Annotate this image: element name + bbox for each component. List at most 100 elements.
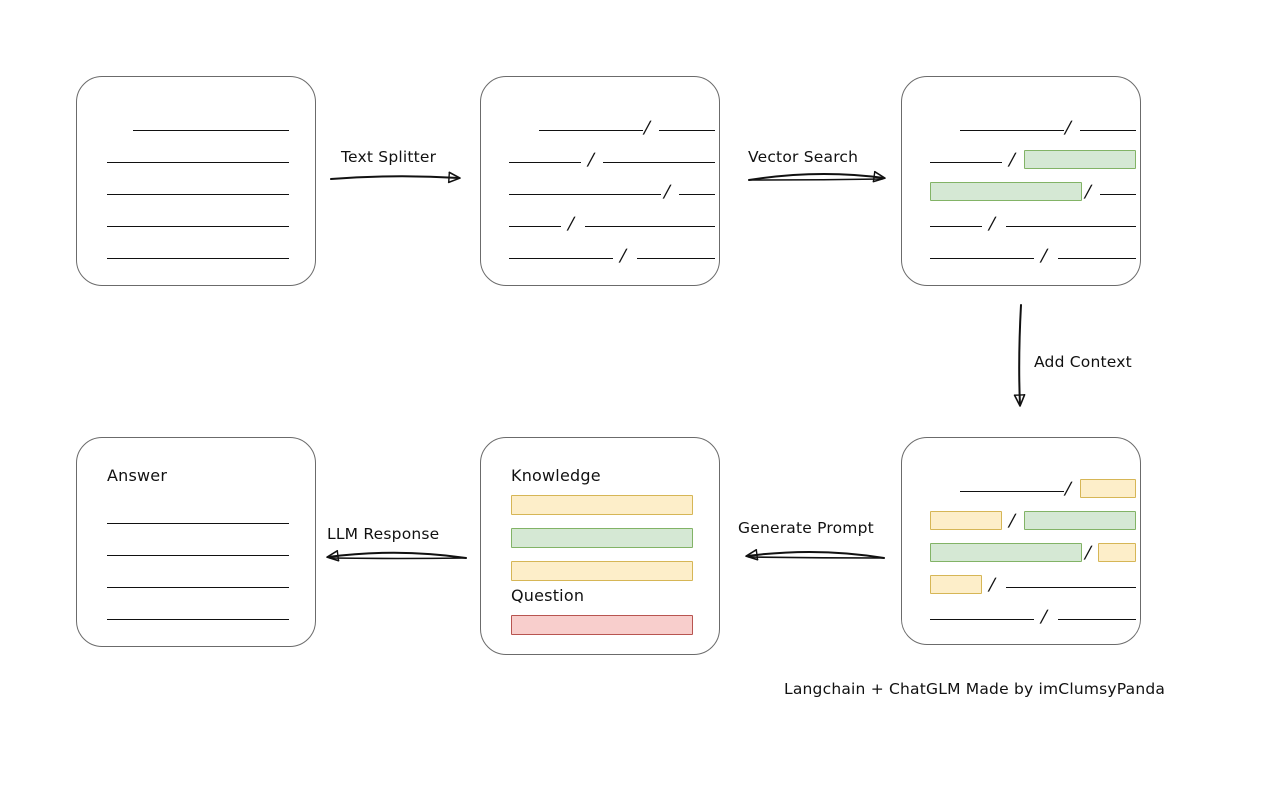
- text-line-segment: [659, 130, 715, 131]
- text-line-segment: [679, 194, 715, 195]
- text-line: /: [902, 564, 1140, 596]
- text-line-segment: [960, 491, 1064, 492]
- arrow-add-context: [1013, 304, 1026, 407]
- highlighted-chunk-yellow: [930, 575, 982, 594]
- text-line-segment: [107, 258, 289, 259]
- text-line: /: [902, 171, 1140, 203]
- question-bar-red: [511, 615, 693, 635]
- text-line-segment: [1058, 258, 1136, 259]
- highlighted-chunk-green: [930, 543, 1082, 562]
- text-line-segment: [1080, 130, 1136, 131]
- knowledge-bar-yellow: [511, 561, 693, 581]
- chunk-separator-slash: /: [1064, 479, 1072, 499]
- chunk-separator-slash: /: [663, 182, 671, 202]
- text-line-segment: [509, 226, 561, 227]
- answer-lines: [77, 500, 315, 628]
- node-context-chunks[interactable]: / / / / /: [901, 437, 1141, 645]
- text-line: /: [902, 203, 1140, 235]
- node-split-chunks[interactable]: / / / / /: [480, 76, 720, 286]
- arrow-llm-response: [326, 549, 467, 562]
- knowledge-label: Knowledge: [511, 466, 601, 485]
- chunk-separator-slash: /: [619, 246, 627, 266]
- chunk-separator-slash: /: [1064, 118, 1072, 138]
- node-source-document[interactable]: [76, 76, 316, 286]
- text-line: /: [902, 139, 1140, 171]
- text-line-segment: [509, 162, 581, 163]
- text-line-segment: [1006, 226, 1136, 227]
- text-line: [77, 235, 315, 267]
- text-line: /: [481, 235, 719, 267]
- text-line: [77, 139, 315, 171]
- text-line-segment: [107, 555, 289, 556]
- footer-credit: Langchain + ChatGLM Made by imClumsyPand…: [784, 680, 1166, 698]
- chunk-separator-slash: /: [988, 575, 996, 595]
- chunk-separator-slash: /: [567, 214, 575, 234]
- chunk-separator-slash: /: [988, 214, 996, 234]
- text-line-segment: [107, 194, 289, 195]
- text-line-segment: [107, 162, 289, 163]
- text-line-segment: [930, 162, 1002, 163]
- arrow-text-splitter: [330, 171, 461, 184]
- text-line: /: [902, 596, 1140, 628]
- text-line-segment: [107, 523, 289, 524]
- matched-chunks-lines: /////: [902, 107, 1140, 267]
- arrow-vector-search: [748, 170, 886, 183]
- edge-label-generate-prompt: Generate Prompt: [738, 519, 874, 537]
- chunk-separator-slash: /: [587, 150, 595, 170]
- text-line: [77, 107, 315, 139]
- text-line-segment: [960, 130, 1064, 131]
- chunk-separator-slash: /: [1084, 182, 1092, 202]
- node-prompt[interactable]: Knowledge Question: [480, 437, 720, 655]
- node-answer[interactable]: Answer: [76, 437, 316, 647]
- text-line-segment: [930, 619, 1034, 620]
- text-line-segment: [107, 619, 289, 620]
- text-line: /: [481, 139, 719, 171]
- edge-label-vector-search: Vector Search: [748, 148, 859, 166]
- text-line-segment: [1058, 619, 1136, 620]
- text-line-segment: [133, 130, 289, 131]
- highlighted-chunk-green: [930, 182, 1082, 201]
- chunk-separator-slash: /: [1084, 543, 1092, 563]
- text-line-segment: [539, 130, 643, 131]
- edge-label-text-splitter: Text Splitter: [341, 148, 437, 166]
- highlighted-chunk-green: [1024, 150, 1136, 169]
- answer-title: Answer: [107, 466, 168, 485]
- text-line-segment: [930, 258, 1034, 259]
- text-line: [77, 171, 315, 203]
- text-line-segment: [107, 226, 289, 227]
- source-document-lines: [77, 107, 315, 267]
- text-line: /: [902, 532, 1140, 564]
- knowledge-bar-green: [511, 528, 693, 548]
- highlighted-chunk-yellow: [930, 511, 1002, 530]
- text-line-segment: [509, 194, 661, 195]
- highlighted-chunk-yellow: [1098, 543, 1136, 562]
- chunk-separator-slash: /: [643, 118, 651, 138]
- text-line-segment: [637, 258, 715, 259]
- text-line: [77, 596, 315, 628]
- text-line: [77, 500, 315, 532]
- text-line: /: [481, 107, 719, 139]
- arrow-generate-prompt: [745, 548, 885, 561]
- text-line-segment: [603, 162, 715, 163]
- text-line: /: [902, 468, 1140, 500]
- text-line: [77, 203, 315, 235]
- chunk-separator-slash: /: [1008, 511, 1016, 531]
- text-line: /: [902, 235, 1140, 267]
- chunk-separator-slash: /: [1008, 150, 1016, 170]
- text-line-segment: [1006, 587, 1136, 588]
- text-line: [77, 532, 315, 564]
- text-line-segment: [1100, 194, 1136, 195]
- text-line: /: [481, 203, 719, 235]
- text-line: [77, 564, 315, 596]
- text-line-segment: [930, 226, 982, 227]
- question-label: Question: [511, 586, 585, 605]
- text-line-segment: [509, 258, 613, 259]
- text-line: /: [481, 171, 719, 203]
- knowledge-bar-yellow: [511, 495, 693, 515]
- node-matched-chunks[interactable]: /////: [901, 76, 1141, 286]
- highlighted-chunk-yellow: [1080, 479, 1136, 498]
- chunk-separator-slash: /: [1040, 607, 1048, 627]
- text-line: /: [902, 500, 1140, 532]
- text-line: /: [902, 107, 1140, 139]
